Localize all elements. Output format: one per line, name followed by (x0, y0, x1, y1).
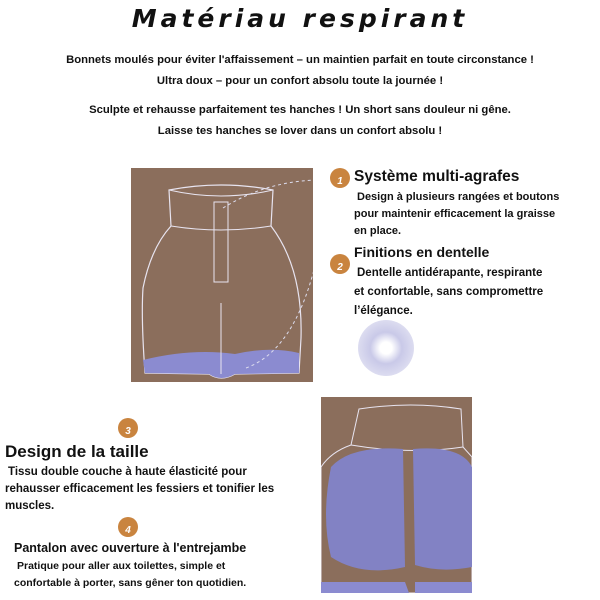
feature-title: Système multi-agrafes (354, 168, 520, 185)
feature-description: Tissu double couche à haute élasticité p… (8, 466, 247, 478)
feature-number-badge: 2 (330, 254, 350, 274)
shorts-back-icon (320, 404, 473, 594)
feature-description: l’élégance. (354, 305, 413, 317)
feature-description: en place. (354, 225, 402, 237)
shorts-front-icon (141, 179, 332, 379)
back-view-illustration (320, 397, 473, 594)
feature-description: rehausser efficacement les fessiers et t… (5, 483, 275, 495)
intro-line: Bonnets moulés pour éviter l'affaissemen… (66, 54, 534, 66)
lace-medallion-icon (358, 320, 414, 376)
front-view-illustration (131, 168, 332, 382)
intro-line: Laisse tes hanches se lover dans un conf… (157, 125, 443, 137)
feature-number-badge: 3 (118, 418, 138, 438)
intro-line: Sculpte et rehausse parfaitement tes han… (89, 104, 511, 116)
feature-description: confortable à porter, sans gêner ton quo… (14, 577, 247, 589)
page-title: Matériau respirant (131, 4, 469, 33)
feature-number-badge: 1 (330, 168, 350, 188)
feature-description: muscles. (5, 500, 55, 512)
intro-line: Ultra doux – pour un confort absolu tout… (156, 75, 444, 87)
feature-description: et confortable, sans compromettre (354, 286, 544, 298)
feature-description: Dentelle antidérapante, respirante (357, 267, 543, 279)
feature-number-badge: 4 (118, 517, 138, 537)
feature-description: pour maintenir efficacement la graisse (354, 208, 556, 220)
feature-title: Design de la taille (5, 442, 149, 461)
feature-description: Design à plusieurs rangées et boutons (357, 191, 560, 203)
feature-title: Finitions en dentelle (354, 244, 490, 260)
feature-title: Pantalon avec ouverture à l'entrejambe (14, 541, 247, 555)
feature-description: Pratique pour aller aux toilettes, simpl… (17, 560, 226, 572)
